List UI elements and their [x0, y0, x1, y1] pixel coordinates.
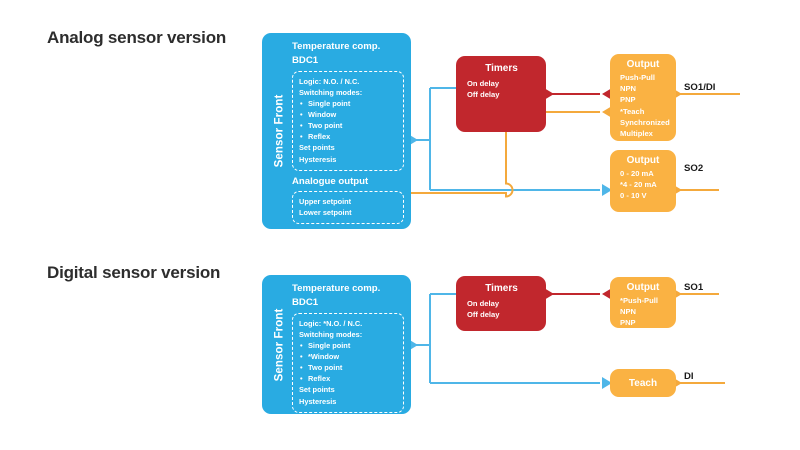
list-item: Reflex	[300, 131, 397, 142]
analog-upper-setpoint: Upper setpoint	[299, 196, 352, 206]
digital-switching-modes-list: Single point *Window Two point Reflex	[299, 340, 397, 385]
digital-timers-lines: On delay Off delay	[467, 298, 536, 320]
digital-set-points: Set points	[299, 385, 335, 395]
analog-output-switching-title: Output	[626, 59, 660, 70]
list-item: Single point	[300, 98, 397, 109]
digital-hysteresis: Hysteresis	[299, 396, 337, 406]
section-title-analog: Analog sensor version	[47, 28, 227, 47]
analog-timers-title: Timers	[485, 63, 518, 74]
list-item: Two point	[300, 362, 397, 373]
digital-output-switching-block[interactable]: Output *Push-Pull NPN PNP	[610, 277, 676, 328]
analog-output-line: NPN	[620, 84, 637, 94]
analog-output-line: Multiplex	[620, 129, 653, 139]
digital-output-line: PNP	[620, 318, 636, 328]
terminal-label-so1: SO1	[684, 282, 704, 293]
digital-output-line: NPN	[620, 307, 637, 317]
digital-sensor-block[interactable]: Sensor Front Temperature comp. BDC1 Logi…	[262, 275, 411, 414]
terminal-label-so2: SO2	[684, 163, 704, 174]
digital-timers-title: Timers	[485, 283, 518, 294]
analog-output-analogue-lines: 0 - 20 mA *4 - 20 mA 0 - 10 V	[610, 168, 676, 202]
analog-output-analogue-block[interactable]: Output 0 - 20 mA *4 - 20 mA 0 - 10 V	[610, 150, 676, 212]
analog-sensor-block[interactable]: Sensor Front Temperature comp. BDC1 Logi…	[262, 33, 411, 229]
analog-output-line: Push-Pull	[620, 73, 656, 82]
digital-output-switching-lines: *Push-Pull NPN PNP	[610, 295, 676, 329]
digital-switching-modes-label: Switching modes:	[299, 329, 363, 339]
digital-sensor-front-label: Sensor Front	[273, 308, 286, 381]
digital-timers-block[interactable]: Timers On delay Off delay	[456, 276, 546, 331]
analog-timers-off-delay: Off delay	[467, 90, 500, 100]
list-item: Reflex	[300, 373, 397, 384]
digital-sensor-heading: Temperature comp. BDC1	[292, 283, 381, 308]
analog-output-line: *Teach	[620, 106, 645, 116]
analog-switching-modes-list: Single point Window Two point Reflex	[299, 98, 397, 143]
analog-output-analogue-line: 0 - 20 mA	[620, 169, 654, 178]
analog-switching-group: Logic: N.O. / N.C. Switching modes: Sing…	[292, 70, 404, 171]
list-item: Window	[300, 109, 397, 120]
analog-output-line: Synchronized	[620, 117, 670, 127]
analog-output-line: PNP	[620, 95, 636, 105]
list-item: *Window	[300, 351, 397, 362]
analog-timers-lines: On delay Off delay	[467, 78, 536, 100]
digital-timers-off-delay: Off delay	[467, 310, 500, 320]
analog-output-analogue-line: 0 - 10 V	[620, 191, 647, 201]
digital-switching-group: Logic: *N.O. / N.C. Switching modes: Sin…	[292, 312, 404, 413]
analog-sensor-front-label: Sensor Front	[273, 94, 286, 168]
analog-lower-setpoint: Lower setpoint	[299, 207, 352, 217]
digital-teach-block[interactable]: Teach	[610, 369, 676, 397]
analog-sensor-body: Temperature comp. BDC1 Logic: N.O. / N.C…	[292, 40, 404, 224]
analog-output-switching-block[interactable]: Output Push-Pull NPN PNP *Teach Synchron…	[610, 54, 676, 141]
analog-timers-block[interactable]: Timers On delay Off delay	[456, 56, 546, 132]
digital-logic-line: Logic: *N.O. / N.C.	[299, 318, 363, 328]
digital-output-switching-title: Output	[626, 282, 660, 293]
digital-timers-on-delay: On delay	[467, 299, 500, 308]
analog-output-switching-lines: Push-Pull NPN PNP *Teach Synchronized Mu…	[610, 72, 676, 139]
list-item: Two point	[300, 120, 397, 131]
digital-output-line: *Push-Pull	[620, 296, 658, 305]
analog-output-analogue-line: *4 - 20 mA	[620, 180, 657, 190]
analog-hysteresis: Hysteresis	[299, 154, 337, 164]
analog-timers-on-delay: On delay	[467, 79, 500, 88]
list-item: Single point	[300, 340, 397, 351]
analog-switching-modes-label: Switching modes:	[299, 87, 363, 97]
section-title-digital: Digital sensor version	[47, 263, 221, 282]
terminal-label-so1di: SO1/DI	[684, 82, 716, 93]
analog-logic-line: Logic: N.O. / N.C.	[299, 76, 360, 86]
digital-teach-title: Teach	[628, 377, 658, 389]
analog-set-points: Set points	[299, 143, 335, 153]
analog-output-analogue-title: Output	[626, 155, 660, 166]
analog-analogue-output-label: Analogue output	[292, 175, 369, 187]
analog-sensor-heading: Temperature comp. BDC1	[292, 41, 381, 66]
digital-sensor-body: Temperature comp. BDC1 Logic: *N.O. / N.…	[292, 282, 404, 413]
analog-analogue-group: Upper setpoint Lower setpoint	[292, 190, 404, 224]
terminal-label-di: DI	[684, 371, 694, 382]
